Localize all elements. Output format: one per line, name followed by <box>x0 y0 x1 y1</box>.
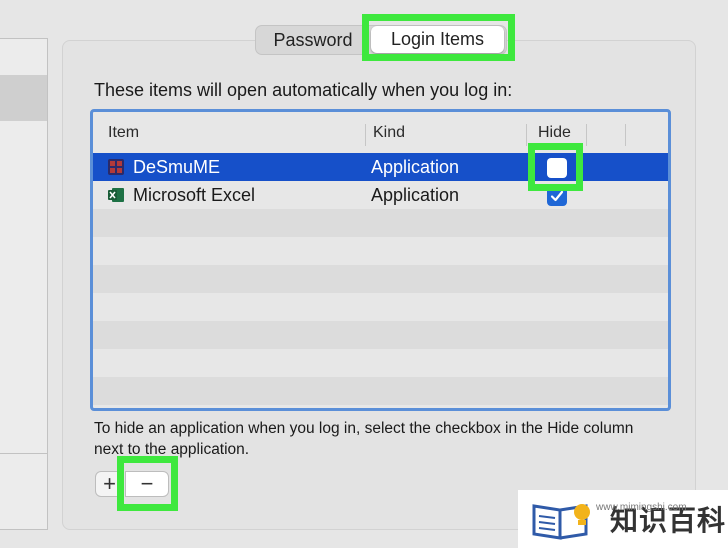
table-row-empty <box>93 321 668 349</box>
sidebar-divider <box>0 453 47 454</box>
column-separator <box>625 124 626 146</box>
table-row-empty <box>93 209 668 237</box>
row-item-kind: Application <box>371 157 460 177</box>
sidebar <box>0 38 48 530</box>
login-items-table[interactable]: Item Kind Hide DeSmuME Application Micro… <box>90 109 671 411</box>
watermark-url: www.mimingshi.com <box>596 502 687 513</box>
watermark-text: 知识百科 <box>610 504 727 537</box>
tab-password[interactable]: Password <box>273 30 353 50</box>
row-item-name: DeSmuME <box>133 157 221 177</box>
row-item-kind: Application <box>371 185 460 205</box>
column-separator <box>526 124 527 146</box>
column-separator <box>365 124 366 146</box>
hide-checkbox-excel[interactable] <box>547 186 567 206</box>
table-row-empty <box>93 377 668 405</box>
checkmark-icon <box>550 190 564 202</box>
column-header-hide[interactable]: Hide <box>538 124 571 141</box>
column-header-kind[interactable]: Kind <box>373 124 406 141</box>
table-row-excel[interactable]: Microsoft Excel Application <box>93 181 668 209</box>
tab-login-items[interactable]: Login Items <box>371 26 504 53</box>
table-row-desmume[interactable]: DeSmuME Application <box>93 153 668 181</box>
excel-app-icon <box>108 188 124 202</box>
remove-item-button[interactable]: − <box>125 471 169 497</box>
table-row-empty <box>93 265 668 293</box>
help-text: To hide an application when you log in, … <box>94 420 634 458</box>
intro-text: These items will open automatically when… <box>94 80 513 100</box>
row-item-name: Microsoft Excel <box>133 185 256 205</box>
desmume-app-icon <box>108 159 124 175</box>
column-header-item[interactable]: Item <box>108 124 140 141</box>
sidebar-selected-item[interactable] <box>0 75 47 121</box>
hide-checkbox-desmume[interactable] <box>547 158 567 178</box>
column-separator <box>586 124 587 146</box>
watermark: 知识百科 <box>518 490 728 548</box>
add-item-button[interactable]: + <box>95 471 124 497</box>
book-lightbulb-icon <box>532 504 590 540</box>
